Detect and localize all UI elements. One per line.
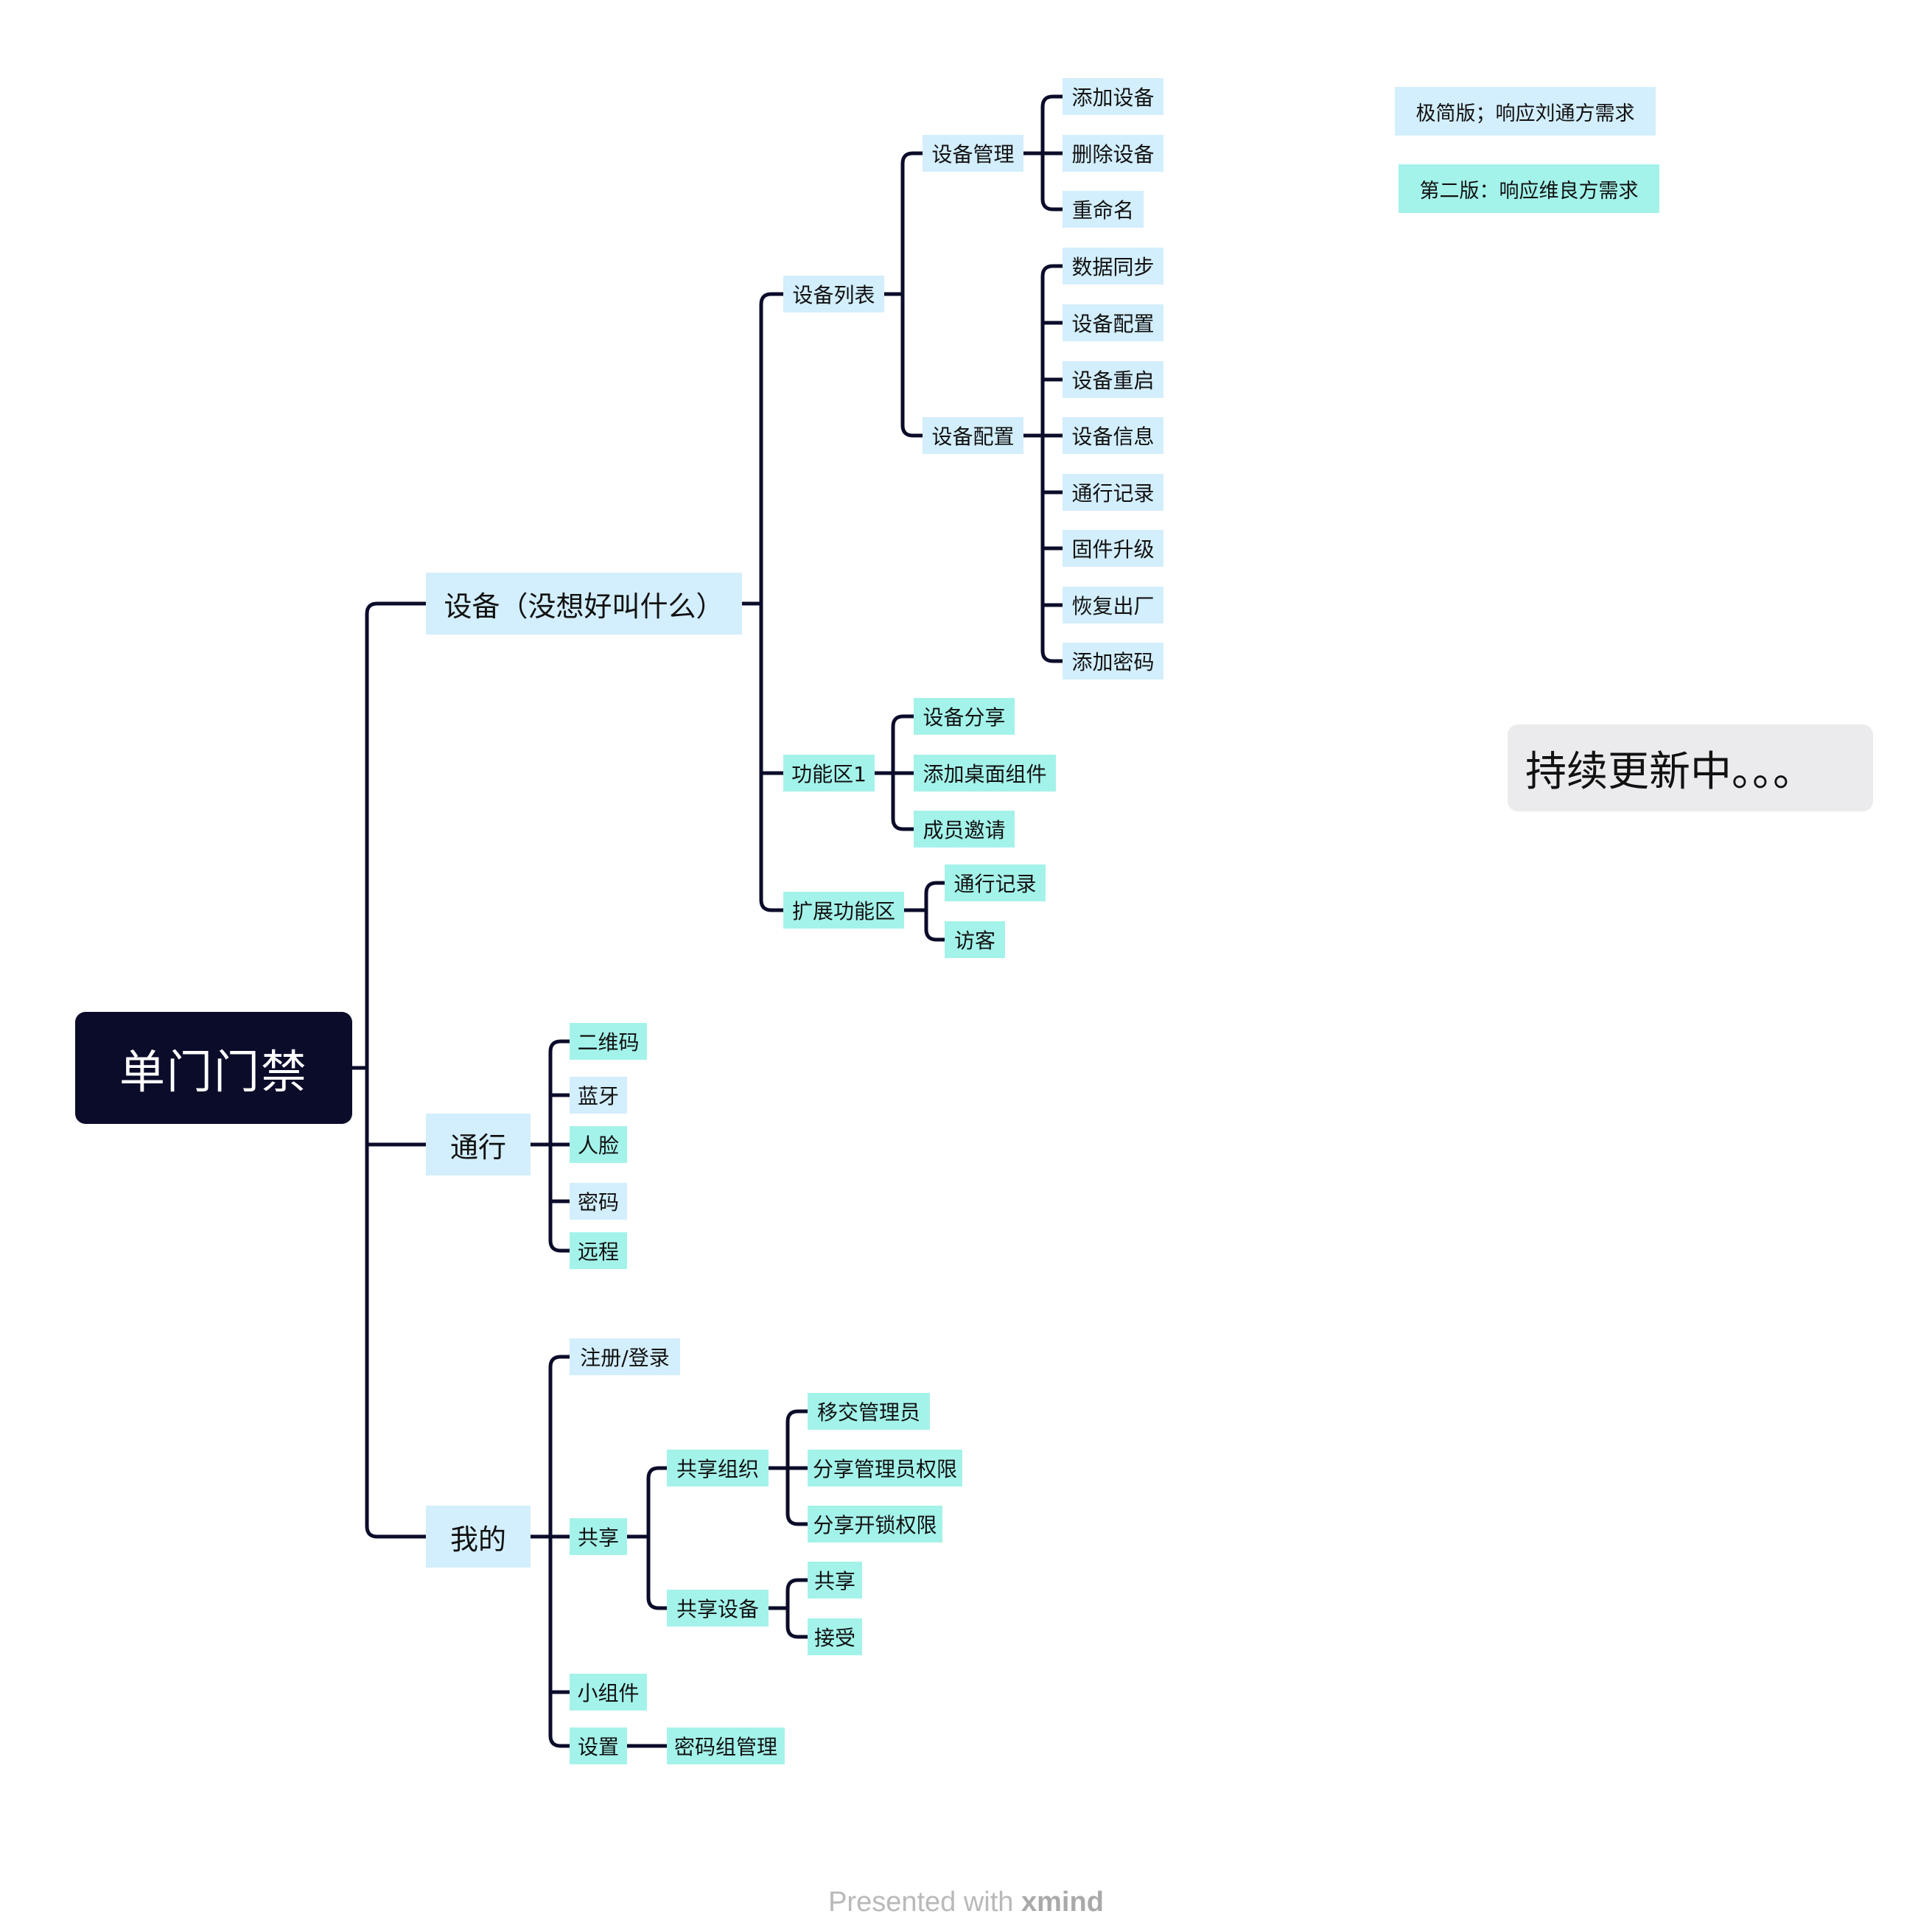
leaf-device-share[interactable]: 设备分享 [914,698,1015,735]
leaf-factory-reset[interactable]: 恢复出厂 [1063,587,1163,623]
leaf-visitor[interactable]: 访客 [945,921,1005,958]
root-topic[interactable]: 单门门禁 [75,1012,352,1124]
node-func-area[interactable]: 功能区1 [783,755,875,792]
leaf-password[interactable]: 密码 [570,1183,627,1220]
node-share-device[interactable]: 共享设备 [667,1590,769,1627]
leaf-widget[interactable]: 小组件 [570,1674,647,1711]
node-settings[interactable]: 设置 [570,1727,627,1764]
leaf-bluetooth[interactable]: 蓝牙 [570,1077,627,1114]
leaf-delete-device[interactable]: 删除设备 [1063,135,1163,172]
leaf-data-sync[interactable]: 数据同步 [1063,248,1163,284]
leaf-share-unlock-perm[interactable]: 分享开锁权限 [808,1506,942,1543]
footer-credit: Presented with xmind [0,1887,1932,1918]
leaf-register-login[interactable]: 注册/登录 [570,1338,680,1375]
leaf-qrcode[interactable]: 二维码 [570,1023,647,1060]
leaf-password-group[interactable]: 密码组管理 [667,1727,785,1764]
footer-prefix: Presented with [828,1887,1021,1918]
leaf-remote[interactable]: 远程 [570,1232,627,1269]
leaf-firmware-upgrade[interactable]: 固件升级 [1063,530,1163,567]
node-device-list[interactable]: 设备列表 [783,276,884,312]
leaf-device-restart[interactable]: 设备重启 [1063,361,1163,398]
node-device-manage[interactable]: 设备管理 [923,135,1023,172]
leaf-device-info[interactable]: 设备信息 [1063,417,1163,454]
leaf-add-password[interactable]: 添加密码 [1063,643,1163,679]
leaf-access-log[interactable]: 通行记录 [1063,474,1163,511]
branch-access[interactable]: 通行 [426,1114,531,1175]
branch-device[interactable]: 设备（没想好叫什么） [426,573,742,635]
legend-v1: 极简版；响应刘通方需求 [1395,87,1656,136]
leaf-ext-access-log[interactable]: 通行记录 [945,864,1046,901]
status-topic[interactable]: 持续更新中。。。 [1508,724,1873,811]
xmind-logo: xmind [1021,1887,1104,1918]
branch-mine[interactable]: 我的 [426,1506,531,1568]
leaf-share[interactable]: 共享 [808,1562,862,1599]
leaf-share-admin-perm[interactable]: 分享管理员权限 [808,1450,962,1486]
leaf-add-widget[interactable]: 添加桌面组件 [914,755,1056,792]
leaf-face[interactable]: 人脸 [570,1126,627,1163]
leaf-rename[interactable]: 重命名 [1063,191,1144,228]
node-share-org[interactable]: 共享组织 [667,1450,769,1486]
node-device-config[interactable]: 设备配置 [923,417,1023,454]
leaf-device-settings[interactable]: 设备配置 [1063,304,1163,341]
leaf-transfer-admin[interactable]: 移交管理员 [808,1393,930,1430]
leaf-accept[interactable]: 接受 [808,1618,862,1655]
node-ext-area[interactable]: 扩展功能区 [783,892,904,929]
leaf-add-device[interactable]: 添加设备 [1063,78,1163,115]
leaf-member-invite[interactable]: 成员邀请 [914,811,1015,848]
node-share[interactable]: 共享 [570,1518,627,1555]
legend-v2: 第二版：响应维良方需求 [1399,164,1659,213]
